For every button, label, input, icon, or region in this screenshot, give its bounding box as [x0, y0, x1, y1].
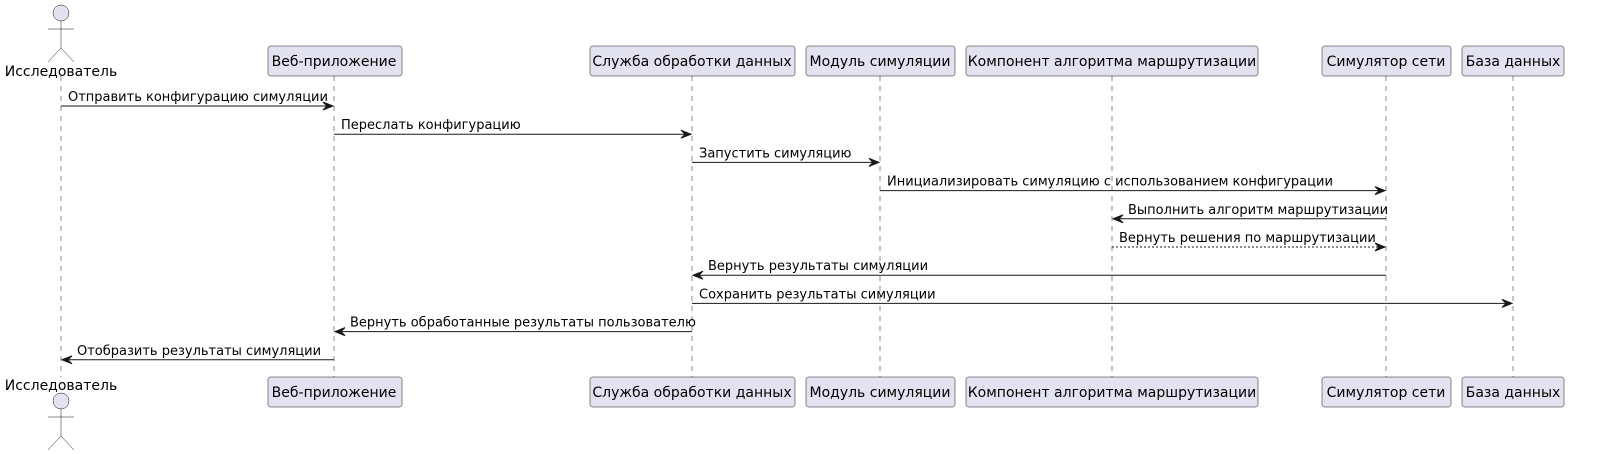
participant-box — [267, 45, 403, 77]
participant-label: Симулятор сети — [1327, 54, 1446, 70]
participant-database-bottom: База данных — [1461, 376, 1565, 408]
message-label: Отправить конфигурацию симуляции — [68, 90, 328, 105]
message-7: Вернуть результаты симуляции — [691, 259, 1386, 280]
actor-head-icon — [52, 392, 70, 410]
participant-label: Веб-приложение — [272, 385, 397, 401]
message-label: Вернуть решения по маршрутизации — [1119, 231, 1376, 246]
participant-routing-top: Компонент алгоритма маршрутизации — [965, 45, 1259, 77]
participant-dataservice-bottom: Служба обработки данных — [589, 376, 796, 408]
message-3: Запустить симуляцию — [692, 146, 881, 167]
participant-simmodule-top: Модуль симуляции — [805, 45, 956, 77]
actor-researcher-top: Исследователь — [5, 4, 117, 80]
message-2: Переслать конфигурацию — [334, 118, 693, 139]
arrowhead-icon — [60, 355, 73, 365]
message-label: Выполнить алгоритм маршрутизации — [1128, 203, 1388, 218]
arrowhead-icon — [691, 270, 704, 280]
participant-box — [267, 376, 403, 408]
message-4: Инициализировать симуляцию с использован… — [880, 175, 1387, 196]
participant-box — [965, 45, 1259, 77]
arrowhead-icon — [680, 129, 693, 139]
arrowhead-icon — [1111, 214, 1124, 224]
participant-box — [1321, 376, 1452, 408]
participant-label: Служба обработки данных — [592, 385, 791, 401]
participant-label: Веб-приложение — [272, 54, 397, 70]
participant-database-top: База данных — [1461, 45, 1565, 77]
actor-label: Исследователь — [5, 64, 117, 80]
message-9: Вернуть обработанные результаты пользова… — [333, 316, 696, 337]
participant-box — [805, 376, 956, 408]
message-label: Отобразить результаты симуляции — [77, 344, 321, 359]
participant-box — [965, 376, 1259, 408]
message-label: Вернуть обработанные результаты пользова… — [350, 316, 696, 331]
participant-label: База данных — [1466, 54, 1561, 70]
participant-label: Модуль симуляции — [810, 54, 951, 70]
participant-box — [589, 45, 796, 77]
participant-box — [1321, 45, 1452, 77]
arrowhead-icon — [1374, 242, 1387, 252]
actor-leg — [60, 435, 75, 451]
message-label: Сохранить результаты симуляции — [699, 287, 936, 302]
actor-leg — [47, 47, 62, 63]
participant-simmodule-bottom: Модуль симуляции — [805, 376, 956, 408]
participant-webapp-top: Веб-приложение — [267, 45, 403, 77]
actor-researcher-bottom: Исследователь — [5, 378, 117, 451]
participant-routing-bottom: Компонент алгоритма маршрутизации — [965, 376, 1259, 408]
message-5: Выполнить алгоритм маршрутизации — [1111, 203, 1388, 224]
message-10: Отобразить результаты симуляции — [60, 344, 334, 365]
message-label: Запустить симуляцию — [699, 146, 852, 161]
participant-label: Компонент алгоритма маршрутизации — [968, 385, 1257, 401]
message-1: Отправить конфигурацию симуляции — [61, 90, 335, 111]
participant-box — [1461, 45, 1565, 77]
message-label: Переслать конфигурацию — [341, 118, 521, 133]
arrowhead-icon — [1374, 186, 1387, 196]
message-label: Инициализировать симуляцию с использован… — [887, 175, 1333, 190]
arrowhead-icon — [322, 101, 335, 111]
participant-label: Модуль симуляции — [810, 385, 951, 401]
actor-head-icon — [52, 4, 70, 22]
participant-label: Служба обработки данных — [592, 54, 791, 70]
participant-label: Симулятор сети — [1327, 385, 1446, 401]
participant-netsim-top: Симулятор сети — [1321, 45, 1452, 77]
participant-dataservice-top: Служба обработки данных — [589, 45, 796, 77]
participant-box — [589, 376, 796, 408]
actor-label: Исследователь — [5, 378, 117, 394]
participant-box — [805, 45, 956, 77]
participant-netsim-bottom: Симулятор сети — [1321, 376, 1452, 408]
message-8: Сохранить результаты симуляции — [692, 287, 1514, 308]
participant-webapp-bottom: Веб-приложение — [267, 376, 403, 408]
arrowhead-icon — [868, 157, 881, 167]
participant-label: Компонент алгоритма маршрутизации — [968, 54, 1257, 70]
message-label: Вернуть результаты симуляции — [708, 259, 928, 274]
actor-leg — [60, 47, 75, 63]
actor-leg — [47, 435, 62, 451]
participant-label: База данных — [1466, 385, 1561, 401]
arrowhead-icon — [333, 327, 346, 337]
participant-box — [1461, 376, 1565, 408]
arrowhead-icon — [1501, 298, 1514, 308]
message-6: Вернуть решения по маршрутизации — [1112, 231, 1387, 252]
